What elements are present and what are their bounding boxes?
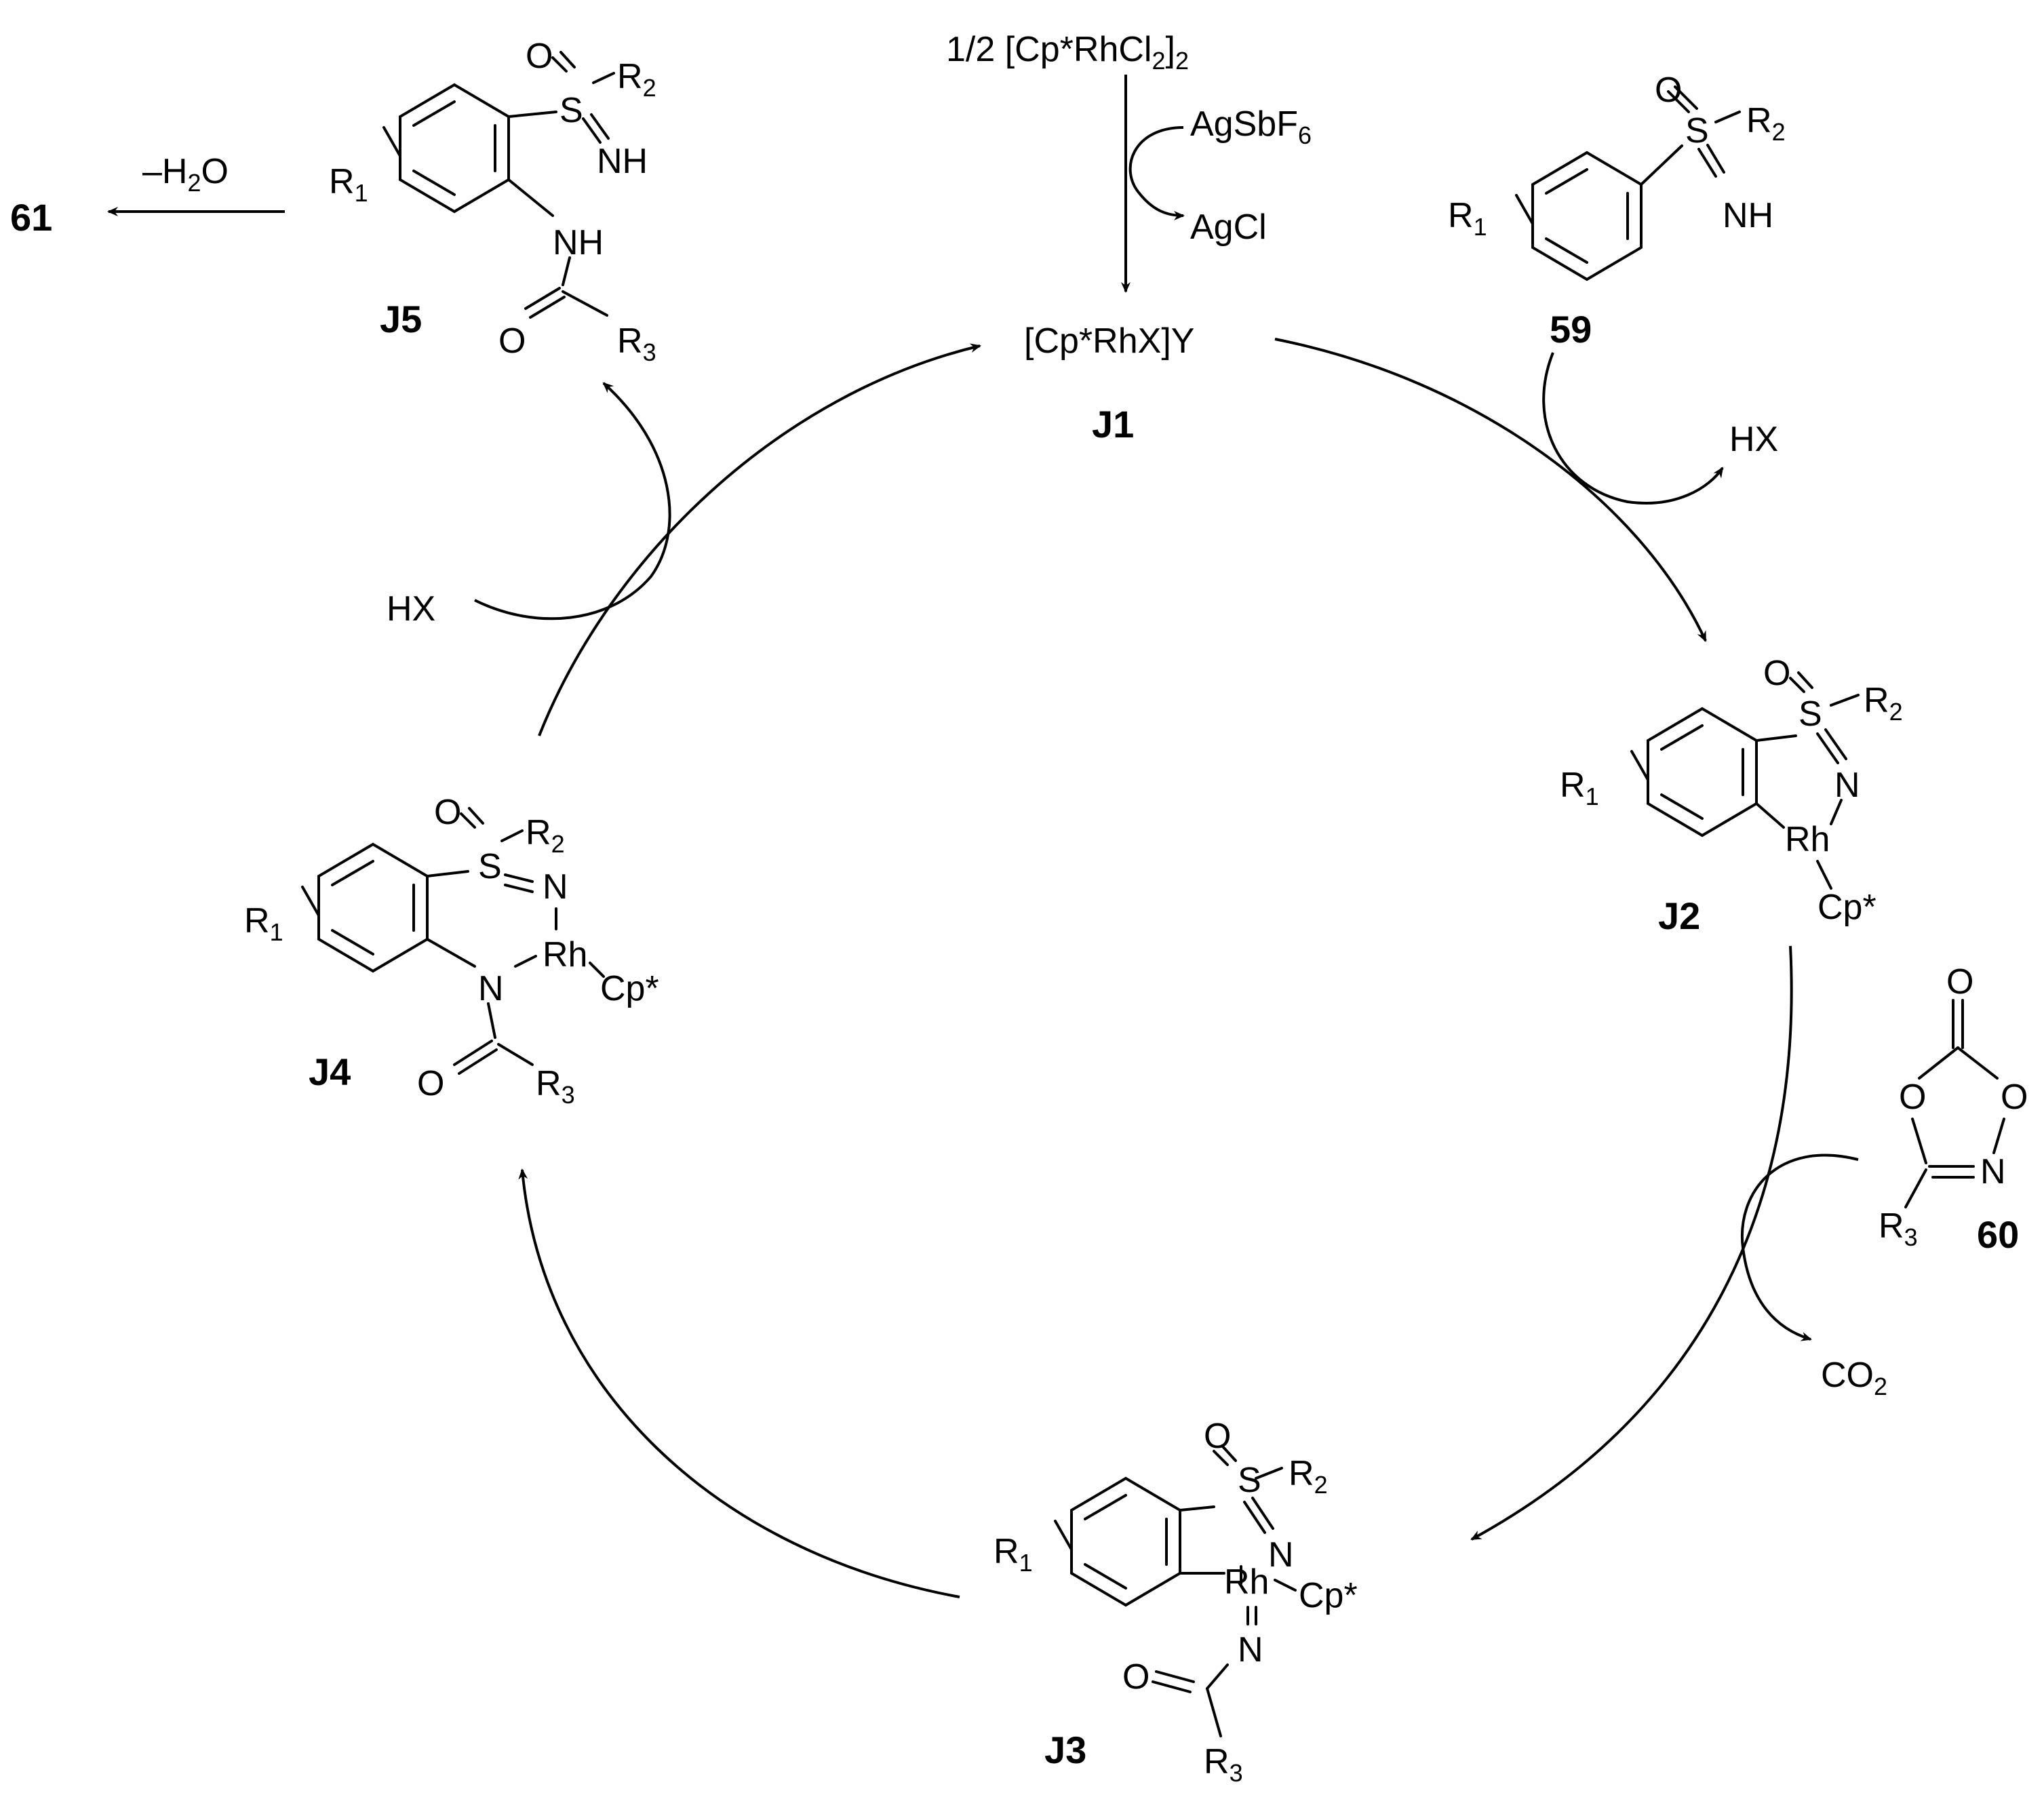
j4-R1: R1 [244,901,283,946]
j2-R1: R1 [1560,766,1599,810]
s60-label: 60 [1977,1213,2019,1256]
j4-R3: R3 [536,1064,575,1109]
j2-O: O [1763,654,1790,693]
j1-formula: [Cp*RhX]Y [1024,321,1194,361]
j4-label: J4 [309,1050,351,1093]
hx-entering-arrow [474,382,671,620]
j5-O: O [526,37,553,76]
cycle-arrow-j2-to-j3 [1470,945,1793,1541]
s60-O-ring: O [1899,1078,1926,1117]
j3-R1: R1 [994,1532,1033,1577]
s60-R3: R3 [1879,1206,1918,1251]
j1-label: J1 [1092,403,1134,446]
j4-O: O [434,793,461,832]
j4-Cp: Cp* [600,969,659,1008]
j4-N-ring: N [543,867,568,907]
cycle-arrow-j3-to-j4 [518,1168,960,1598]
j3-Cp: Cp* [1299,1576,1358,1615]
j3-O: O [1204,1417,1231,1456]
j4-R2: R2 [526,813,565,858]
agsbf6-label: AgSbF6 [1190,104,1312,149]
j2-label: J2 [1658,894,1700,937]
s60-N: N [1980,1152,2006,1191]
s59-NH: NH [1723,196,1773,235]
s60-O-ring2: O [2001,1078,2028,1117]
s59-R2: R2 [1746,101,1786,146]
hx-in-label: HX [387,589,435,629]
co2-label: CO2 [1821,1356,1887,1400]
j5-NH-sulfox: NH [597,142,648,181]
compound-j1: [Cp*RhX]Y J1 [1024,321,1194,446]
j5-R3: R3 [617,321,656,366]
j3-Rh: Rh [1224,1562,1269,1602]
j4-N-amido: N [478,969,504,1008]
j2-Cp: Cp* [1817,888,1876,927]
cycle-arrow-j1-to-j2 [1274,338,1707,642]
j2-R2: R2 [1864,681,1903,726]
s60-O-carbonyl: O [1946,962,1973,1002]
compound-j2: O S R2 N Rh Cp* R1 J2 [1560,654,1903,937]
s59-S: S [1685,111,1709,151]
j3-N-ring: N [1268,1535,1294,1575]
water-loss-label: –H2O [142,152,229,197]
j5-R2: R2 [617,57,656,102]
j3-S: S [1238,1461,1261,1500]
compound-j5: O S R2 NH NH O R3 R1 J5 [329,37,656,366]
j5-O-acyl: O [498,321,526,361]
compound-59: O S R2 NH R1 59 [1448,71,1786,351]
j2-S: S [1799,694,1822,734]
j3-N-imido: N [1238,1630,1263,1670]
hx-out-label: HX [1729,420,1778,459]
j3-label: J3 [1044,1729,1086,1771]
j2-N: N [1834,766,1860,805]
j3-R2: R2 [1289,1454,1328,1499]
j5-label: J5 [380,298,422,340]
hx-leaving-arrow [1542,352,1724,505]
j4-Rh: Rh [543,935,587,974]
agcl-label: AgCl [1190,208,1267,247]
s59-R1: R1 [1448,196,1487,241]
cycle-arrow-j4-to-j1 [538,343,981,736]
p61-label: 61 [10,196,52,239]
j3-O-acyl: O [1122,1657,1149,1697]
j5-R1: R1 [329,162,368,207]
s59-label: 59 [1550,308,1592,351]
compound-60: O O O N R3 60 [1879,962,2028,1256]
j3-R3: R3 [1204,1742,1243,1787]
precatalyst-label: 1/2 [Cp*RhCl2]2 [946,30,1189,75]
co2-arrow [1740,1153,1859,1341]
compound-j4: O S R2 N Rh Cp* N O R3 R1 J4 [244,793,659,1109]
j5-S: S [559,91,583,130]
agsbf6-curved-arrow [1128,126,1185,220]
j4-S: S [478,847,502,886]
j5-NH-amide: NH [553,223,604,262]
j4-O-acyl: O [417,1064,444,1103]
j2-Rh: Rh [1785,820,1830,859]
compound-j3: O S R2 N Rh Cp* N O R3 R1 J3 [994,1417,1358,1787]
precatalyst-activation: 1/2 [Cp*RhCl2]2 AgSbF6 AgCl [946,30,1312,293]
s59-O: O [1655,71,1682,110]
